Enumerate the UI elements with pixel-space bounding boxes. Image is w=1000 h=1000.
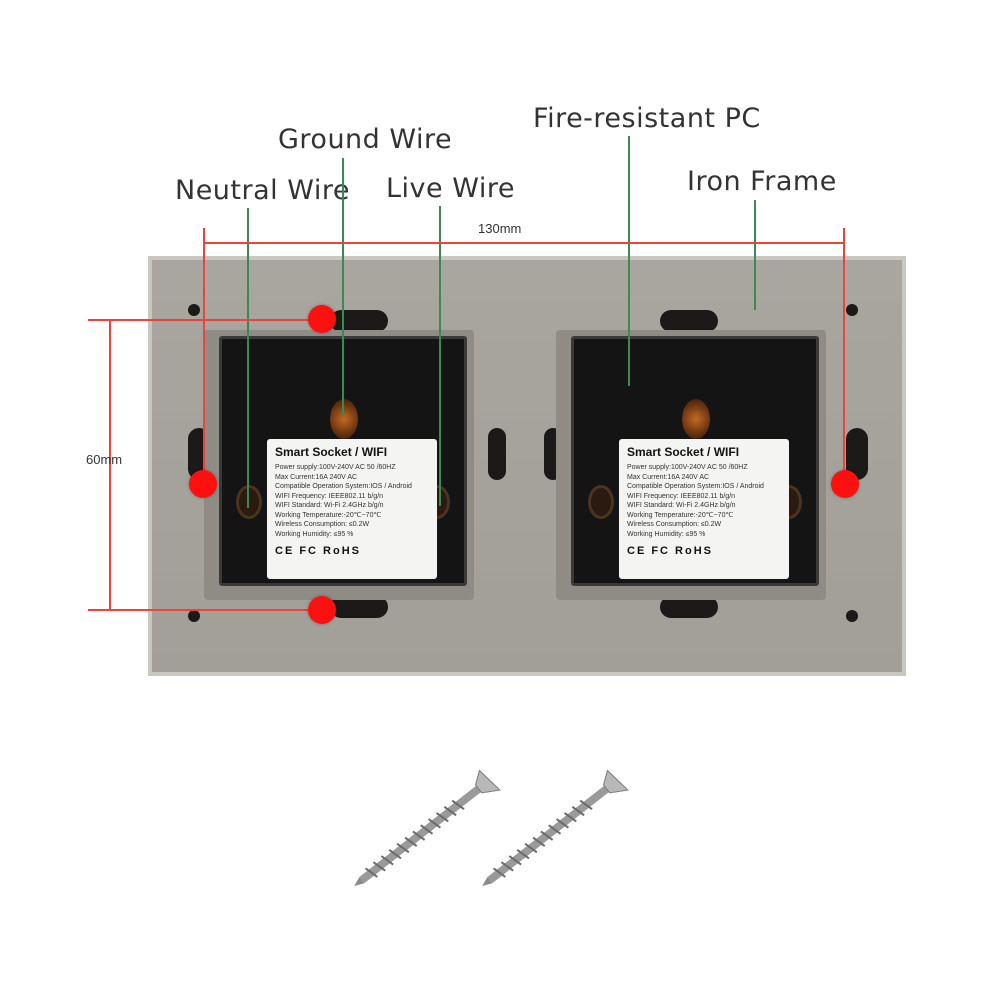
ground-wire-pointer bbox=[342, 158, 344, 416]
width-dimension-tick-right bbox=[843, 228, 845, 486]
live-wire-label: Live Wire bbox=[386, 173, 515, 204]
mounting-hole bbox=[846, 304, 858, 316]
neutral-wire-pointer bbox=[247, 208, 249, 508]
spec-label-title: Smart Socket / WIFI bbox=[627, 445, 740, 459]
mounting-slot bbox=[330, 310, 388, 332]
mounting-hole bbox=[188, 304, 200, 316]
marker-dot bbox=[308, 305, 336, 333]
ground-terminal bbox=[682, 399, 710, 439]
mounting-slot bbox=[660, 310, 718, 332]
mounting-slot bbox=[660, 596, 718, 618]
spec-line: Power supply:100V-240V AC 50 /60HZ bbox=[627, 464, 748, 471]
iron-frame-label: Iron Frame bbox=[687, 166, 837, 197]
spec-label: Smart Socket / WIFI Power supply:100V-24… bbox=[619, 439, 789, 579]
mounting-slot bbox=[846, 428, 868, 480]
spec-label-title: Smart Socket / WIFI bbox=[275, 445, 388, 459]
mounting-hole bbox=[846, 610, 858, 622]
spec-line: Working Temperature:-20℃~70℃ bbox=[627, 511, 734, 519]
marker-dot bbox=[189, 470, 217, 498]
iron-frame-pointer bbox=[754, 200, 756, 310]
spec-line: Compatible Operation System:IOS / Androi… bbox=[275, 483, 412, 490]
spec-line: Working Humidity: ≤95 % bbox=[627, 530, 706, 538]
spec-line: Compatible Operation System:IOS / Androi… bbox=[627, 483, 764, 490]
spec-label: Smart Socket / WIFI Power supply:100V-24… bbox=[267, 439, 437, 579]
spec-line: Power supply:100V-240V AC 50 /60HZ bbox=[275, 464, 396, 471]
mounting-hole bbox=[188, 610, 200, 622]
spec-line: Working Temperature:-20℃~70℃ bbox=[275, 511, 382, 519]
spec-line: Max Current:16A 240V AC bbox=[627, 473, 710, 481]
neutral-wire-label: Neutral Wire bbox=[175, 175, 350, 206]
fire-resistant-pc-label: Fire-resistant PC bbox=[533, 103, 761, 134]
height-dimension-top-line bbox=[88, 319, 322, 321]
width-dimension-label: 130mm bbox=[478, 221, 522, 236]
mounting-screw-icon bbox=[354, 770, 501, 887]
width-dimension-tick-left bbox=[203, 228, 205, 486]
marker-dot bbox=[831, 470, 859, 498]
spec-line: WIFI Frequency: IEEE802.11 b/g/n bbox=[275, 492, 384, 500]
spec-line: WIFI Frequency: IEEE802.11 b/g/n bbox=[627, 492, 736, 500]
certification-marks: CE FC RoHS bbox=[275, 545, 361, 557]
neutral-terminal bbox=[236, 485, 262, 519]
height-dimension-line bbox=[109, 319, 111, 609]
socket-module-right: Smart Socket / WIFI Power supply:100V-24… bbox=[571, 336, 819, 586]
spec-line: Working Humidity: ≤95 % bbox=[275, 530, 354, 538]
spec-line: WIFI Standard: Wi-Fi 2.4GHz b/g/n bbox=[275, 502, 384, 509]
socket-module-left: Smart Socket / WIFI Power supply:100V-24… bbox=[219, 336, 467, 586]
mounting-slot bbox=[488, 428, 506, 480]
fire-resistant-pc-pointer bbox=[628, 136, 630, 386]
height-dimension-bottom-line bbox=[88, 609, 322, 611]
mounting-screw-icon bbox=[482, 770, 629, 887]
spec-line: Wireless Consumption: ≤0.2W bbox=[627, 521, 722, 528]
live-wire-pointer bbox=[439, 206, 441, 506]
mounting-slot bbox=[330, 596, 388, 618]
ground-wire-label: Ground Wire bbox=[278, 124, 453, 155]
neutral-terminal bbox=[588, 485, 614, 519]
spec-line: Wireless Consumption: ≤0.2W bbox=[275, 521, 370, 528]
width-dimension-line bbox=[203, 242, 844, 244]
ground-terminal bbox=[330, 399, 358, 439]
certification-marks: CE FC RoHS bbox=[627, 545, 713, 557]
spec-line: WIFI Standard: Wi-Fi 2.4GHz b/g/n bbox=[627, 502, 736, 509]
spec-line: Max Current:16A 240V AC bbox=[275, 473, 358, 481]
marker-dot bbox=[308, 596, 336, 624]
height-dimension-label: 60mm bbox=[86, 452, 123, 467]
